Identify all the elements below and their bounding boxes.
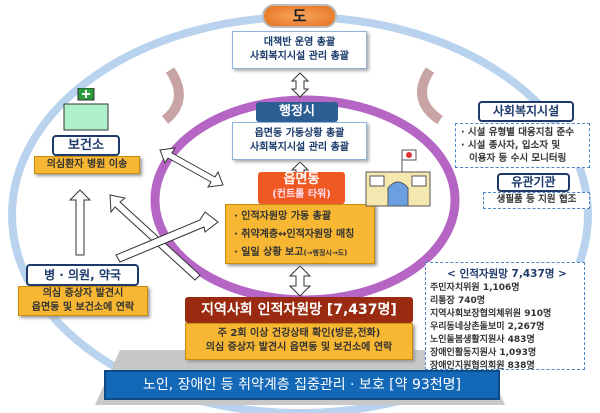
desc-line: 의심 증상자 발견시 xyxy=(42,288,124,299)
hospital-icon xyxy=(63,88,109,131)
breakdown-item: 리통장 740명 xyxy=(430,296,486,306)
town-duties: · 인적자원망 가동 총괄 · 취약계층↔인적자원망 매칭 · 일일 상황 보고… xyxy=(225,204,375,264)
town-badge: 읍면동 (컨트롤 타워) xyxy=(258,172,345,204)
town-title: 읍면동 xyxy=(283,172,320,187)
network-duties: 주 2회 이상 건강상태 확인(방문,전화) 의심 증상자 발견시 읍면동 및 … xyxy=(185,323,413,360)
breakdown-item: 노인돌봄생활지원사 483명 xyxy=(430,335,535,345)
duty-item: · 취약계층↔인적자원망 매칭 xyxy=(234,229,355,240)
province-badge: 도 xyxy=(262,4,337,28)
duty-item: · 인적자원망 가동 총괄 xyxy=(234,211,332,222)
health-center-label: 보건소 xyxy=(52,135,120,156)
duty-line: 사회복지시설 관리 총괄 xyxy=(250,51,349,62)
bottom-banner: 노인, 장애인 등 취약계층 집중관리 · 보호 [약 93천명] xyxy=(104,370,500,400)
town-office-building-icon xyxy=(365,149,431,207)
connector-arrows xyxy=(68,147,224,281)
duty-item: · 일일 상황 보고(→행정시→도) xyxy=(234,247,348,258)
breakdown-item: 장애인활동지원사 1,093명 xyxy=(430,348,537,358)
desc-line: 읍면동 및 보건소에 연락 xyxy=(31,302,135,313)
duty-line: 대책반 운영 총괄 xyxy=(263,37,336,48)
duty-line: 읍면동 가동상황 총괄 xyxy=(254,128,345,139)
clinic-label: 병 · 의원, 약국 xyxy=(26,264,139,286)
duty-line: 사회복지시설 관리 총괄 xyxy=(250,142,349,153)
duty-item: · 시설 유형별 대응지침 준수 xyxy=(461,127,574,138)
welfare-facility-duties: · 시설 유형별 대응지침 준수 · 시설 종사자, 입소자 및 이용자 등 수… xyxy=(455,123,590,168)
duty-item: · 시설 종사자, 입소자 및 xyxy=(461,140,561,151)
related-agency-desc: 생필품 등 지원 협조 xyxy=(483,192,590,209)
town-subtitle: (컨트롤 타워) xyxy=(272,189,331,200)
province-duties: 대책반 운영 총괄 사회복지시설 관리 총괄 xyxy=(232,31,367,69)
breakdown-item: 지역사회보장협의체위원 910명 xyxy=(430,309,552,319)
welfare-facility-label: 사회복지시설 xyxy=(478,101,574,122)
breakdown-item: 우리동네상촌돌보미 2,267명 xyxy=(430,322,545,332)
flow-arrow-left xyxy=(161,67,184,124)
breakdown-item: 장애인지원협의회원 838명 xyxy=(430,361,535,371)
breakdown-item: 주민자치위원 1,106명 xyxy=(430,283,520,293)
related-agency-label: 유관기관 xyxy=(497,173,570,192)
health-center-desc: 의심환자 병원 이송 xyxy=(34,156,140,174)
city-duties: 읍면동 가동상황 총괄 사회복지시설 관리 총괄 xyxy=(232,122,367,160)
duty-line: 주 2회 이상 건강상태 확인(방문,전화) xyxy=(217,328,381,339)
city-badge: 행정시 xyxy=(256,102,338,122)
duty-item: 이용자 등 수시 모니터링 xyxy=(469,153,567,164)
network-banner: 지역사회 인적자원망 [7,437명] xyxy=(185,297,413,323)
network-breakdown: < 인적자원망 7,437명 > 주민자치위원 1,106명 리통장 740명 … xyxy=(425,262,585,371)
breakdown-title: < 인적자원망 7,437명 > xyxy=(447,268,567,280)
flow-arrow-right xyxy=(417,67,443,125)
duty-line: 의심 증상자 발견시 읍면동 및 보건소에 연락 xyxy=(205,342,393,353)
clinic-desc: 의심 증상자 발견시 읍면동 및 보건소에 연락 xyxy=(18,286,148,316)
